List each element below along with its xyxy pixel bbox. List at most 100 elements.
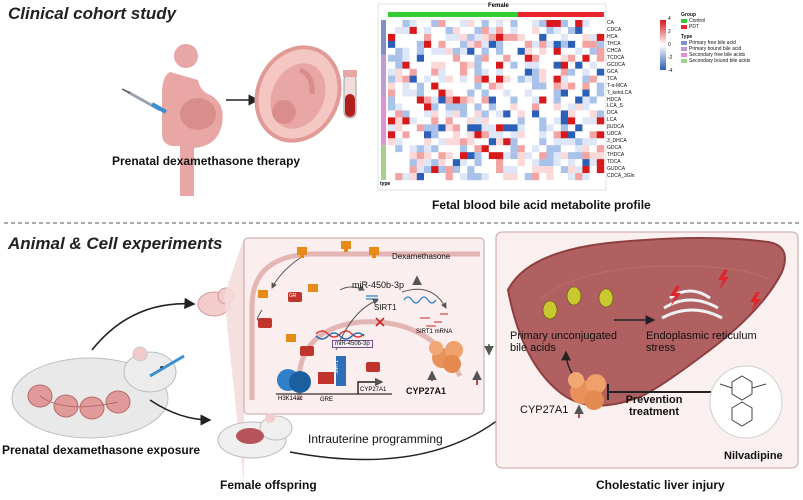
heatmap-cell xyxy=(575,47,583,55)
heatmap-cell xyxy=(388,96,396,104)
heatmap-type-segment xyxy=(381,20,386,55)
heatmap-cell xyxy=(524,54,533,62)
heatmap-cell xyxy=(402,68,410,76)
heatmap-cell xyxy=(575,68,583,76)
heatmap-cell xyxy=(539,138,547,146)
heatmap-cell xyxy=(582,20,590,28)
heatmap-cell xyxy=(416,117,425,125)
heatmap-cell xyxy=(467,26,475,35)
heatmap-cell xyxy=(445,159,453,167)
heatmap-cell xyxy=(460,26,468,35)
heatmap-cell xyxy=(517,82,525,90)
heatmap-cell xyxy=(546,68,554,76)
heatmap-cell xyxy=(460,117,468,125)
heatmap-cell xyxy=(575,117,583,125)
heatmap-cell xyxy=(589,110,597,118)
heatmap-cell xyxy=(568,33,576,42)
heatmap-cell xyxy=(532,103,540,111)
heatmap-cell xyxy=(395,152,403,160)
heatmap-cell xyxy=(589,173,597,181)
heatmap-cell xyxy=(517,47,525,55)
heatmap-cell xyxy=(524,166,533,174)
heatmap-cell xyxy=(467,138,475,146)
heatmap-cell xyxy=(488,110,497,118)
heatmap-cell xyxy=(474,89,482,97)
heatmap-cell xyxy=(503,26,511,35)
heatmap-cell xyxy=(517,40,525,49)
heatmap-cell xyxy=(539,20,547,28)
heatmap-group-control xyxy=(388,12,518,17)
heatmap-cell xyxy=(560,54,569,62)
heatmap-cell xyxy=(474,68,482,76)
heatmap-cell xyxy=(575,40,583,49)
heatmap-cell xyxy=(546,75,554,83)
heatmap-cell xyxy=(596,54,605,62)
heatmap-cell xyxy=(474,40,482,49)
heatmap-cell xyxy=(481,152,489,160)
heatmap-cell xyxy=(589,159,597,167)
heatmap-cell xyxy=(582,75,590,83)
heatmap-cell xyxy=(409,68,417,76)
heatmap-cell xyxy=(424,47,432,55)
heatmap-row-label: 3_DHCA xyxy=(607,138,627,145)
heatmap-cell xyxy=(474,96,482,104)
heatmap-cell xyxy=(589,117,597,125)
heatmap-cell xyxy=(402,138,410,146)
heatmap-cell xyxy=(539,33,547,42)
heatmap-cell xyxy=(503,117,511,125)
cyp27a1-protein-icon xyxy=(429,341,463,373)
heatmap-cell xyxy=(452,89,461,97)
heatmap-cell xyxy=(524,96,533,104)
heatmap-cell xyxy=(532,96,540,104)
heatmap-cell xyxy=(452,159,461,167)
heatmap-cell xyxy=(445,89,453,97)
heatmap-row-label: THCA xyxy=(607,40,621,47)
heatmap-cell xyxy=(409,54,417,62)
heatmap-cell xyxy=(402,173,410,181)
heatmap-cell xyxy=(546,26,554,35)
heatmap-cell xyxy=(589,75,597,83)
heatmap-cell xyxy=(424,26,432,35)
heatmap-cell xyxy=(539,68,547,76)
heatmap-cell xyxy=(553,131,561,139)
stress-bolts xyxy=(670,270,761,312)
heatmap-cell xyxy=(517,159,525,167)
heatmap-cell xyxy=(568,145,576,153)
heatmap-row-label: LCA_S xyxy=(607,103,623,110)
heatmap-cell xyxy=(553,82,561,90)
heatmap-cell xyxy=(438,33,446,42)
heatmap-cell xyxy=(388,117,396,125)
heatmap-cell xyxy=(575,103,583,111)
heatmap-cell xyxy=(481,68,489,76)
heatmap-cell xyxy=(575,61,583,69)
heatmap-cell xyxy=(402,166,410,174)
heatmap-cell xyxy=(388,54,396,62)
heatmap-cell xyxy=(424,145,432,153)
heatmap-cell xyxy=(424,54,432,62)
legend-entry: Control xyxy=(681,18,751,24)
heatmap-cell xyxy=(474,131,482,139)
sirt1-vertical-label: SIRT1 xyxy=(334,359,340,374)
heatmap-cell xyxy=(575,54,583,62)
cell-membrane xyxy=(249,251,480,400)
heatmap-cell xyxy=(416,124,425,132)
heatmap-cell xyxy=(553,47,561,55)
heatmap-cell xyxy=(438,96,446,104)
heatmap-cell xyxy=(460,33,468,42)
heatmap-cell xyxy=(539,173,547,181)
heatmap-cell xyxy=(460,89,468,97)
heatmap-cell xyxy=(503,61,511,69)
legend-swatch xyxy=(681,53,687,57)
heatmap-cell xyxy=(467,40,475,49)
heatmap-cell xyxy=(546,124,554,132)
heatmap-cell xyxy=(524,61,533,69)
heatmap-cell xyxy=(575,20,583,28)
heatmap-cell xyxy=(596,159,605,167)
heatmap-cell xyxy=(460,61,468,69)
heatmap-cell xyxy=(481,159,489,167)
heatmap-cell xyxy=(546,131,554,139)
heatmap-cell xyxy=(582,166,590,174)
heatmap-cell xyxy=(589,20,597,28)
heatmap-cell xyxy=(481,166,489,174)
